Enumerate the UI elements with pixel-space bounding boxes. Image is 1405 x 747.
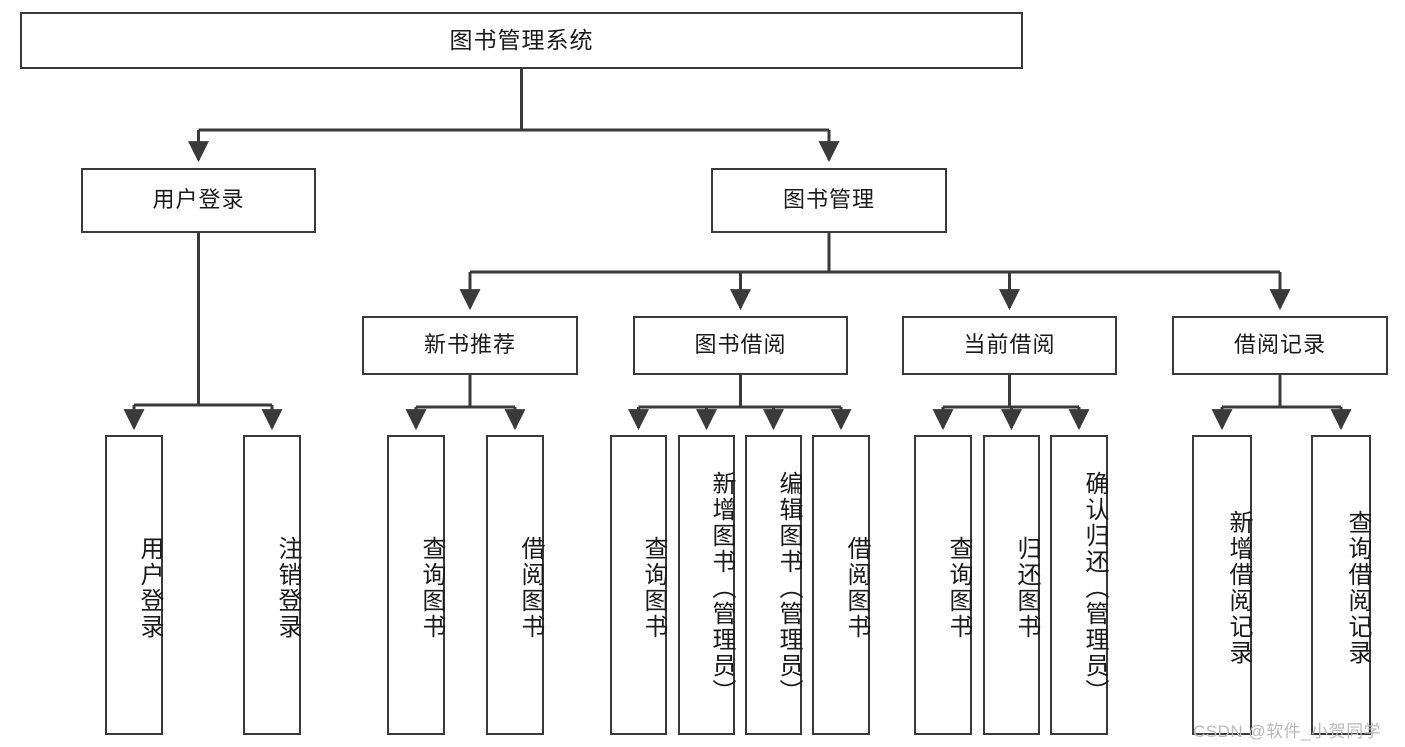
leaf-user-login[interactable]: 用户登录 — [105, 435, 163, 735]
leaf-borrow-books-new[interactable]: 借阅图书 — [486, 435, 544, 735]
node-current-borrow[interactable]: 当前借阅 — [902, 316, 1117, 375]
leaf-confirm-return-admin[interactable]: 确认归还（管理员） — [1050, 435, 1108, 735]
leaf-borrow-book[interactable]: 借阅图书 — [812, 435, 870, 735]
leaf-query-books-borrow[interactable]: 查询图书 — [610, 435, 667, 735]
leaf-query-books-new[interactable]: 查询图书 — [387, 435, 445, 735]
leaf-query-books-current[interactable]: 查询图书 — [914, 435, 972, 735]
csdn-watermark: CSDN @软件_小贺同学 — [1193, 722, 1382, 741]
leaf-logout[interactable]: 注销登录 — [243, 435, 301, 735]
node-book-management[interactable]: 图书管理 — [711, 168, 947, 233]
leaf-edit-book-admin[interactable]: 编辑图书（管理员） — [745, 435, 802, 735]
node-user-login[interactable]: 用户登录 — [81, 168, 316, 233]
leaf-return-book[interactable]: 归还图书 — [983, 435, 1040, 735]
node-new-book-recommend[interactable]: 新书推荐 — [362, 316, 578, 375]
leaf-add-borrow-record[interactable]: 新增借阅记录 — [1192, 435, 1252, 735]
node-borrow-records[interactable]: 借阅记录 — [1172, 316, 1388, 375]
node-root-system[interactable]: 图书管理系统 — [20, 12, 1023, 69]
leaf-query-borrow-record[interactable]: 查询借阅记录 — [1311, 435, 1371, 735]
node-book-borrow[interactable]: 图书借阅 — [633, 316, 848, 375]
leaf-add-book-admin[interactable]: 新增图书（管理员） — [678, 435, 735, 735]
